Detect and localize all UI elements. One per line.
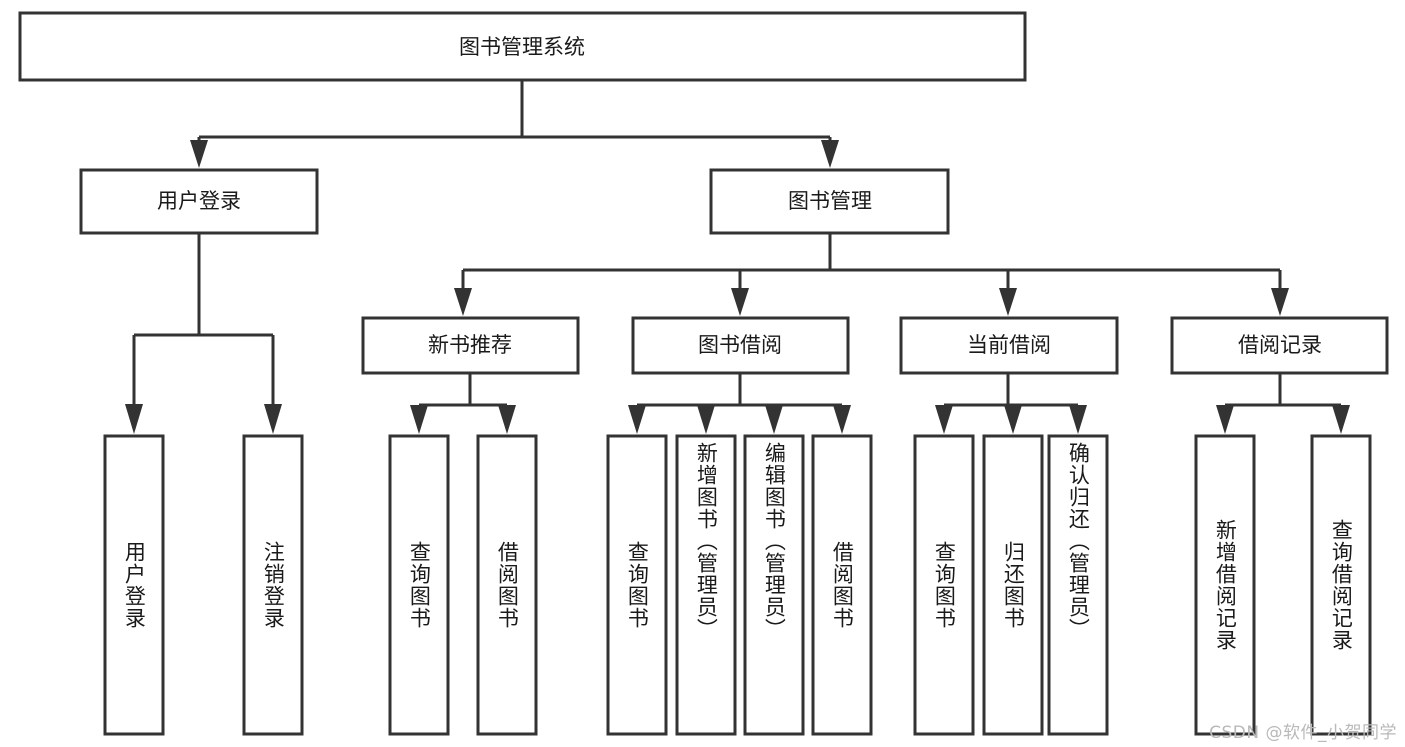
node-current-borrow[interactable]: 当前借阅 [899, 316, 1119, 375]
node-book-borrow-label: 图书借阅 [698, 333, 782, 357]
connector-group-borrow-record [1216, 373, 1350, 434]
node-root-box[interactable] [18, 11, 1027, 82]
node-book-manage[interactable]: 图书管理 [709, 168, 950, 235]
node-book-borrow-box[interactable] [631, 316, 850, 375]
connector-group-book-manage [454, 233, 1289, 316]
connector-group-book-borrow [628, 373, 851, 434]
arrow-head-leaf-user-login [125, 404, 143, 434]
leaf-query-book-recommend-box[interactable] [388, 434, 450, 736]
leaf-borrow-book-box[interactable] [811, 434, 873, 736]
node-user-login[interactable]: 用户登录 [79, 168, 319, 235]
csdn-watermark: CSDN @软件_小贺同学 [1209, 723, 1397, 743]
node-root[interactable]: 图书管理系统 [18, 11, 1027, 82]
node-root-label: 图书管理系统 [459, 35, 585, 59]
node-borrow-record-label: 借阅记录 [1238, 333, 1322, 357]
connector-group-new-book-recommend [410, 373, 516, 434]
arrow-head-leaf-add-borrow-record [1216, 405, 1234, 434]
arrow-head-leaf-add-book-admin [697, 405, 715, 434]
arrow-head-leaf-query-borrow-record [1332, 405, 1350, 434]
node-book-manage-label: 图书管理 [788, 189, 872, 213]
leaf-query-book-current-box[interactable] [913, 434, 975, 736]
node-borrow-record-box[interactable] [1170, 316, 1389, 375]
node-new-book-recommend-box[interactable] [361, 316, 580, 375]
leaf-query-borrow-record-box[interactable] [1310, 434, 1372, 736]
arrow-head-new-book-recommend [454, 288, 472, 316]
leaf-return-book-box[interactable] [982, 434, 1044, 736]
connector-group-user-login [125, 233, 282, 434]
connector-group-current-borrow [935, 373, 1087, 434]
leaf-query-book-borrow-box[interactable] [606, 434, 668, 736]
arrow-head-borrow-record [1271, 288, 1289, 316]
connector-group-root [190, 80, 839, 168]
node-borrow-record[interactable]: 借阅记录 [1170, 316, 1389, 375]
node-user-login-label: 用户登录 [157, 189, 241, 213]
node-new-book-recommend[interactable]: 新书推荐 [361, 316, 580, 375]
leaf-user-login-box[interactable] [103, 434, 165, 736]
arrow-head-leaf-edit-book-admin [765, 405, 783, 434]
arrow-head-leaf-borrow-book-recommend [498, 405, 516, 434]
node-current-borrow-label: 当前借阅 [967, 333, 1051, 357]
arrow-head-leaf-return-book [1004, 405, 1022, 434]
leaf-boxes [103, 434, 1372, 736]
leaf-logout-box[interactable] [242, 434, 304, 736]
leaf-confirm-return-admin-box[interactable] [1047, 434, 1109, 736]
leaf-edit-book-admin-box[interactable] [743, 434, 805, 736]
node-current-borrow-box[interactable] [899, 316, 1119, 375]
arrow-head-user-login [190, 140, 208, 168]
node-new-book-recommend-label: 新书推荐 [428, 333, 512, 357]
node-book-manage-box[interactable] [709, 168, 950, 235]
leaf-borrow-book-recommend-box[interactable] [476, 434, 538, 736]
arrow-head-current-borrow [999, 288, 1017, 316]
arrow-head-leaf-confirm-return-admin [1069, 405, 1087, 434]
arrow-head-leaf-query-book-recommend [410, 405, 428, 434]
leaf-add-borrow-record-box[interactable] [1194, 434, 1256, 736]
arrow-head-leaf-borrow-book [833, 405, 851, 434]
arrow-head-book-manage [821, 140, 839, 168]
node-user-login-box[interactable] [79, 168, 319, 235]
leaf-add-book-admin-box[interactable] [675, 434, 737, 736]
node-book-borrow[interactable]: 图书借阅 [631, 316, 850, 375]
arrow-head-leaf-query-book-borrow [628, 405, 646, 434]
arrow-head-leaf-logout [264, 404, 282, 434]
arrow-head-book-borrow [731, 288, 749, 316]
arrow-head-leaf-query-book-current [935, 405, 953, 434]
